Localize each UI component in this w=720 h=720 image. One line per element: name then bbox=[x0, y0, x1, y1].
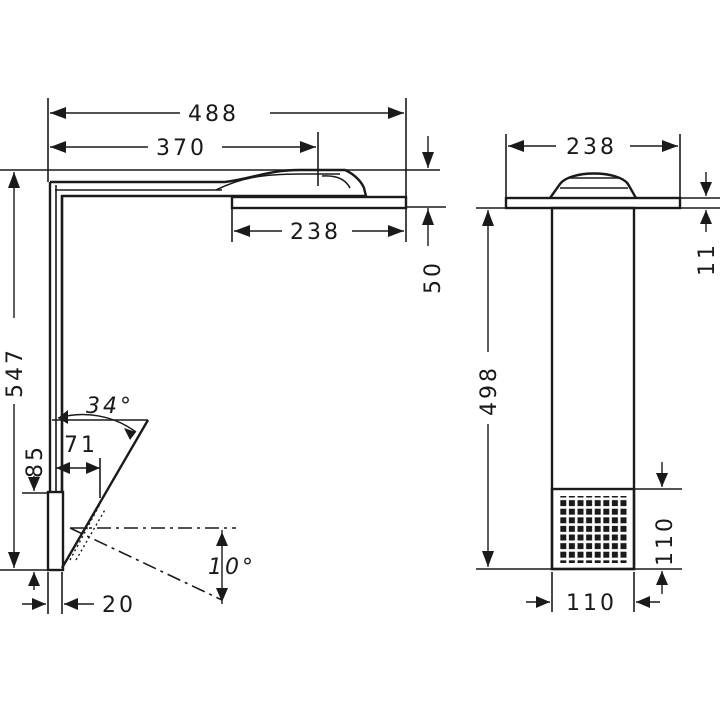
svg-text:71: 71 bbox=[64, 433, 98, 458]
svg-text:85: 85 bbox=[23, 444, 48, 478]
svg-text:547: 547 bbox=[3, 347, 28, 398]
svg-text:110: 110 bbox=[653, 515, 678, 566]
front-view: 238 11 498 110 bbox=[476, 134, 720, 616]
shower-head-plate bbox=[230, 195, 408, 210]
spray-angle-label: 10° bbox=[208, 555, 256, 580]
svg-text:50: 50 bbox=[421, 260, 446, 294]
column bbox=[48, 182, 64, 493]
dim-arm-to-head: 370 bbox=[50, 136, 316, 161]
dim-box-width: 110 bbox=[526, 591, 660, 616]
shower-head-front bbox=[504, 172, 682, 210]
svg-text:488: 488 bbox=[188, 102, 239, 127]
mixer-body bbox=[46, 490, 65, 572]
dim-column-height: 498 bbox=[477, 210, 502, 567]
dim-total-height: 547 bbox=[3, 172, 28, 568]
svg-text:238: 238 bbox=[290, 220, 341, 245]
dim-overall-length: 488 bbox=[50, 102, 404, 127]
dim-head-thickness: 11 bbox=[695, 172, 720, 276]
hand-shower bbox=[52, 419, 236, 601]
dim-base-height: 85 bbox=[22, 444, 48, 590]
svg-text:498: 498 bbox=[477, 365, 502, 416]
dim-handshower-reach: 71 bbox=[56, 433, 101, 498]
dim-box-height: 110 bbox=[653, 462, 678, 594]
svg-text:370: 370 bbox=[156, 136, 207, 161]
tilt-angle-label: 34° bbox=[86, 394, 134, 419]
dim-head-width-side: 238 bbox=[234, 220, 404, 245]
dim-wall-gap: 20 bbox=[22, 572, 136, 618]
shower-arm bbox=[50, 168, 368, 493]
svg-text:20: 20 bbox=[102, 593, 136, 618]
svg-text:238: 238 bbox=[566, 135, 617, 160]
dim-head-offset: 50 bbox=[406, 136, 446, 294]
side-view: 34° 10° 488 370 238 bbox=[0, 98, 446, 618]
dim-head-width-front: 238 bbox=[508, 135, 678, 160]
svg-text:11: 11 bbox=[695, 242, 720, 276]
perforated-panel bbox=[550, 487, 636, 571]
svg-text:110: 110 bbox=[566, 591, 617, 616]
